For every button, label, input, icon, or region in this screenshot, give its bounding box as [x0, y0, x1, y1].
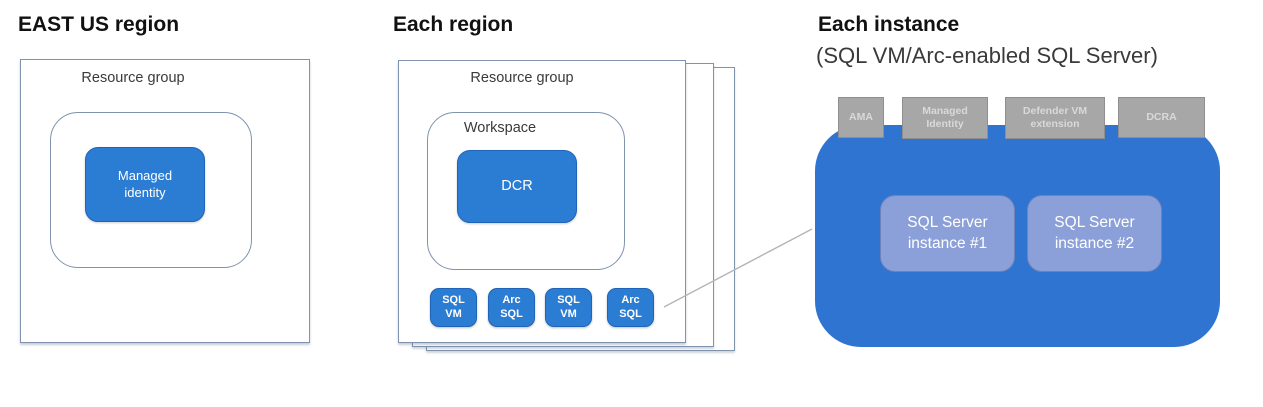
defender-vm-extension-node: Defender VM extension	[1005, 97, 1105, 139]
arc-sql-node-2: Arc SQL	[607, 288, 654, 327]
instance-host-container: SQL Server instance #1 SQL Server instan…	[815, 125, 1220, 347]
east-us-region-title: EAST US region	[18, 13, 180, 36]
managed-identity-extension-label: Managed Identity	[922, 104, 968, 130]
sql-vm-node-1-label: SQL VM	[442, 294, 465, 320]
sql-server-instance-2-label: SQL Server instance #2	[1054, 213, 1135, 252]
sql-server-instance-1-label: SQL Server instance #1	[907, 213, 988, 252]
sql-server-instance-2-node: SQL Server instance #2	[1027, 195, 1162, 272]
managed-identity-extension-node: Managed Identity	[902, 97, 988, 139]
each-instance-title: Each instance	[818, 13, 960, 36]
dcra-extension-node: DCRA	[1118, 97, 1205, 138]
dcr-label: DCR	[501, 178, 533, 195]
dcra-extension-label: DCRA	[1146, 110, 1177, 123]
sql-vm-node-2-label: SQL VM	[557, 294, 580, 320]
sql-vm-node-2: SQL VM	[545, 288, 592, 327]
arc-sql-node-2-label: Arc SQL	[619, 294, 642, 320]
arc-sql-node-1: Arc SQL	[488, 288, 535, 327]
each-region-resource-group-label: Resource group	[470, 70, 574, 86]
defender-vm-extension-label: Defender VM extension	[1022, 104, 1088, 130]
east-us-resource-group-label: Resource group	[81, 70, 185, 86]
dcr-node: DCR	[457, 150, 577, 223]
arc-sql-node-1-label: Arc SQL	[500, 294, 523, 320]
each-instance-subtitle: (SQL VM/Arc-enabled SQL Server)	[816, 43, 1158, 68]
ama-extension-node: AMA	[838, 97, 884, 138]
workspace-label: Workspace	[463, 120, 537, 136]
each-region-title: Each region	[393, 13, 514, 36]
managed-identity-node: Managed identity	[85, 147, 205, 222]
sql-server-instance-1-node: SQL Server instance #1	[880, 195, 1015, 272]
ama-extension-label: AMA	[849, 110, 873, 123]
sql-vm-node-1: SQL VM	[430, 288, 477, 327]
managed-identity-label: Managed identity	[117, 168, 173, 200]
